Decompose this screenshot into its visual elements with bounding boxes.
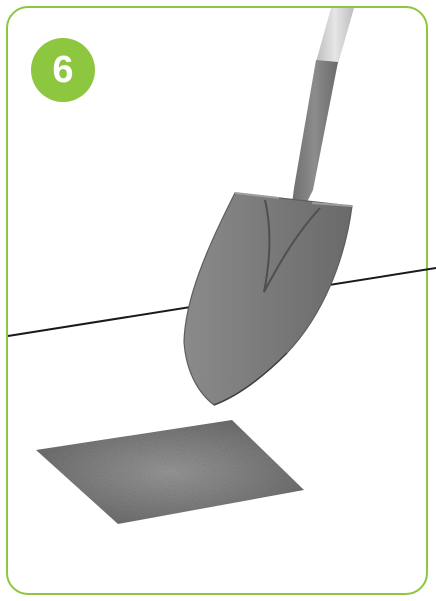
soil-patch-icon	[36, 420, 304, 524]
shovel-shaft	[291, 60, 338, 212]
shovel-handle	[316, 8, 354, 64]
step-number-badge: 6	[31, 38, 95, 102]
